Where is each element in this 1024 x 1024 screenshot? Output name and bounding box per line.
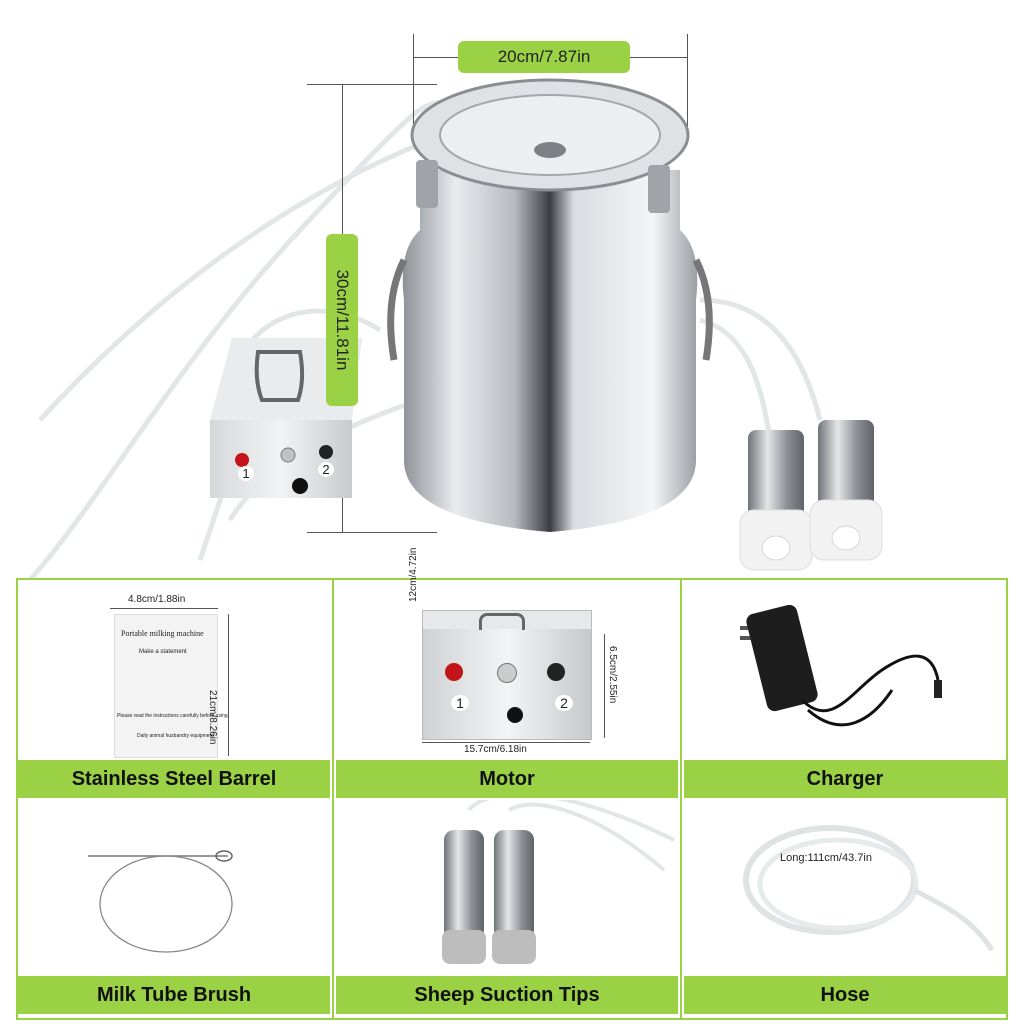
label-milk-tube-brush: Milk Tube Brush: [18, 976, 330, 1014]
label-sheep-suction-tips: Sheep Suction Tips: [336, 976, 678, 1014]
height-dimension-text: 30cm/11.81in: [333, 269, 352, 371]
label-charger: Charger: [684, 760, 1006, 798]
milk-tube-brush-icon: [88, 850, 233, 953]
hose-length-label: Long:111cm/43.7in: [780, 852, 872, 864]
height-dimension-badge: 30cm/11.81in: [326, 234, 358, 406]
sheep-suction-tips-icon: [442, 792, 675, 964]
motor-port-1: 1: [451, 695, 469, 711]
components-grid: 4.8cm/1.88in Portable milking machine Ma…: [16, 548, 1008, 1020]
motor-top-height-label: 12cm/4.72in: [408, 547, 419, 602]
label-motor: Motor: [336, 760, 678, 798]
suction-tips-cell: [334, 792, 680, 976]
motor-height-label: 6.5cm/2.55in: [607, 646, 618, 704]
charger-cell: [682, 580, 1008, 760]
label-hose: Hose: [684, 976, 1006, 1014]
label-stainless-steel-barrel: Stainless Steel Barrel: [18, 760, 330, 798]
hose-icon: [743, 825, 995, 952]
milking-machine-illustration: [0, 34, 883, 612]
motor-port-2: 2: [555, 695, 573, 711]
hero-product-image: 20cm/7.87in 30cm/11.81in 1 2: [0, 34, 883, 612]
width-dimension-badge: 20cm/7.87in: [458, 41, 630, 73]
motor-port-2-label: 2: [318, 462, 334, 477]
charger-icon: [740, 604, 942, 727]
motor-cell: 1 2 12cm/4.72in 6.5cm/2.55in 15.7cm/6.18…: [334, 548, 680, 760]
motor-port-1-label: 1: [238, 466, 254, 481]
doc-width-label: 4.8cm/1.88in: [128, 594, 186, 605]
instruction-document: Portable milking machine Make a statemen…: [114, 614, 228, 758]
motor-box-image: 1 2: [422, 610, 592, 740]
motor-width-label: 15.7cm/6.18in: [464, 744, 527, 755]
hose-cell: Long:111cm/43.7in: [682, 800, 1008, 976]
brush-cell: [18, 800, 332, 976]
barrel-cell: 4.8cm/1.88in Portable milking machine Ma…: [18, 580, 332, 760]
doc-height-label: 21cm/8.26in: [207, 690, 218, 745]
